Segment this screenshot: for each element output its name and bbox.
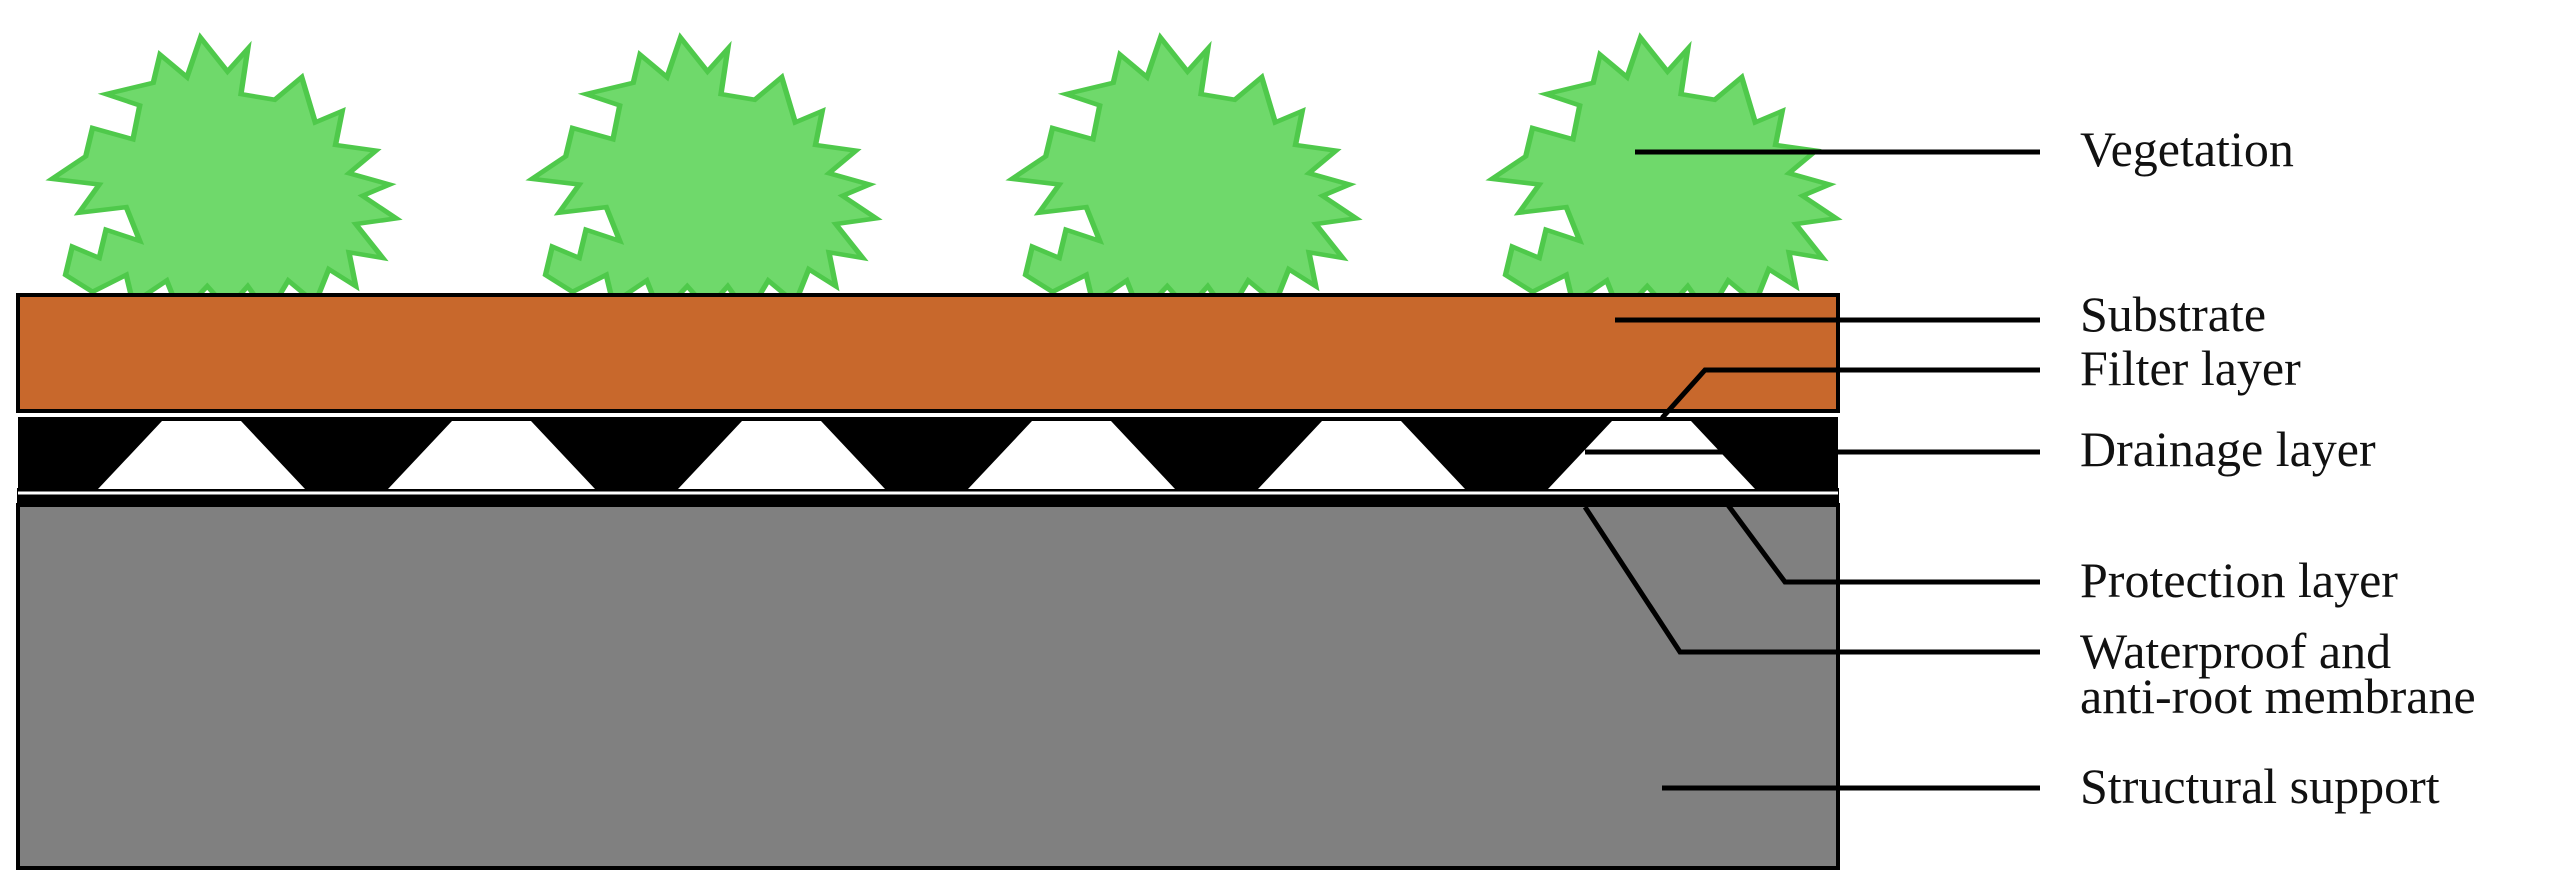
label-substrate: Substrate	[2080, 286, 2266, 342]
leader-waterproof-membrane	[1582, 505, 2040, 655]
plant-4	[1492, 38, 1836, 315]
label-waterproof-line1: Waterproof and	[2080, 623, 2391, 679]
plant-2	[532, 38, 876, 315]
vegetation-group	[52, 38, 1836, 315]
drainage-layer	[18, 413, 1838, 491]
leader-filter-layer	[1660, 367, 2040, 420]
drainage-cell	[968, 421, 1175, 489]
drainage-cell	[98, 421, 305, 489]
waterproof-membrane-layer	[17, 488, 1839, 506]
substrate-layer	[16, 293, 1840, 413]
plant-1	[52, 38, 396, 315]
drainage-cell	[1258, 421, 1465, 489]
layer-labels: Vegetation Substrate Filter layer Draina…	[2080, 121, 2476, 814]
structural-support-layer	[16, 503, 1840, 870]
drainage-cells	[98, 421, 1755, 489]
leader-protection-layer	[1719, 495, 2040, 585]
plant-3	[1012, 38, 1356, 315]
drainage-cell	[388, 421, 595, 489]
leader-lines	[1582, 149, 2040, 791]
drainage-cell	[1548, 421, 1755, 489]
label-vegetation: Vegetation	[2080, 121, 2294, 177]
label-protection-layer: Protection layer	[2080, 552, 2398, 608]
label-drainage-layer: Drainage layer	[2080, 421, 2376, 477]
label-waterproof-line2: anti-root membrane	[2080, 668, 2476, 724]
drainage-cell	[678, 421, 885, 489]
label-filter-layer: Filter layer	[2080, 340, 2301, 396]
label-structural-support: Structural support	[2080, 758, 2440, 814]
